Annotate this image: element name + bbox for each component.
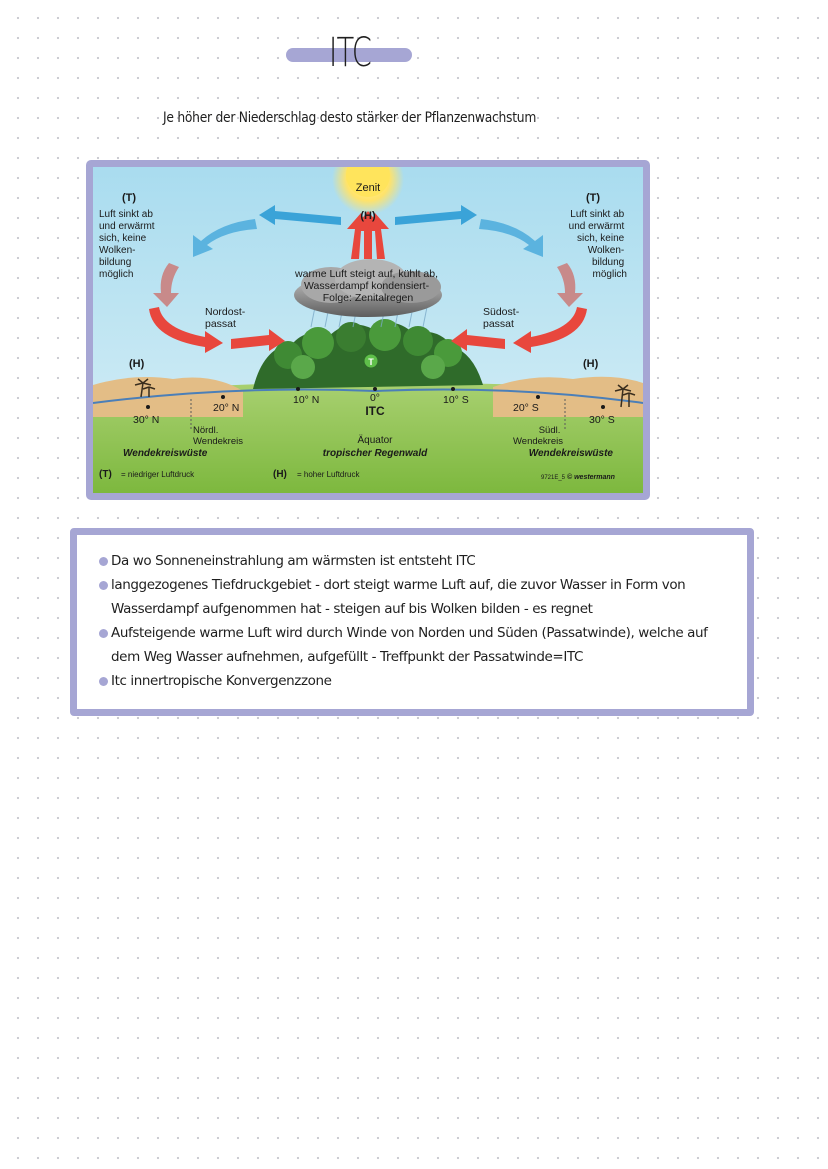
legend-h-text: = hoher Luftdruck <box>297 470 360 479</box>
desert-left <box>93 377 243 417</box>
page-title: ITC <box>328 30 372 76</box>
itc-label: ITC <box>365 404 385 418</box>
lat-10s: 10° S <box>443 394 469 406</box>
left-low-pressure: (T) <box>122 192 136 204</box>
descending-arrow-left <box>193 219 257 257</box>
palm-tree-left-icon <box>134 378 156 398</box>
lat-0: 0° <box>370 392 380 404</box>
notes-list: Da wo Sonneneinstrahlung am wärmsten ist… <box>77 535 747 693</box>
upper-arrow-right <box>395 205 477 225</box>
title-group: ITC <box>286 28 414 78</box>
right-sink-text: Luft sinkt ab und erwärmt sich, keine Wo… <box>569 209 627 280</box>
bullet-icon <box>99 629 108 638</box>
nordost-passat-arrow <box>231 329 285 351</box>
legend-t-symbol: (T) <box>99 469 112 480</box>
suedost-passat-label: Südost- passat <box>483 306 522 330</box>
lat-20s: 20° S <box>513 402 539 414</box>
note-text: Itc innertropische Konvergenzzone <box>111 673 332 689</box>
title-highlight <box>286 48 412 62</box>
note-item: langgezogenes Tiefdruckgebiet - dort ste… <box>99 573 737 621</box>
sinking-arrow-left <box>153 263 179 307</box>
zenit-label: Zenit <box>356 182 380 194</box>
note-text: Aufsteigende warme Luft wird durch Winde… <box>111 625 708 665</box>
rain-cloud-icon <box>294 259 442 317</box>
sinking-arrow-right <box>557 263 583 307</box>
rising-air-text: warme Luft steigt auf, kühlt ab, Wasserd… <box>294 268 441 304</box>
bullet-icon <box>99 677 108 686</box>
left-sink-text: Luft sinkt ab und erwärmt sich, keine Wo… <box>99 209 157 280</box>
itc-diagram: Zenit (H) warme Luft steigt auf, kühlt a… <box>93 167 643 493</box>
note-item: Da wo Sonneneinstrahlung am wärmsten ist… <box>99 549 737 573</box>
low-pressure-marker-label: T <box>368 357 374 367</box>
rising-air-line-2: Wasserdampf kondensiert- <box>304 280 430 292</box>
legend-t-text: = niedriger Luftdruck <box>121 470 195 479</box>
rising-air-line-3: Folge: Zenitalregen <box>323 292 414 304</box>
credit-code: 9721E_5 <box>541 475 566 481</box>
passat-arrow-right-curve <box>513 307 587 353</box>
aequator-label: Äquator <box>357 434 393 446</box>
wueste-left-label: Wendekreiswüste <box>123 448 208 459</box>
right-high-pressure: (H) <box>583 358 599 370</box>
low-pressure-marker-icon <box>363 353 379 369</box>
note-text: Da wo Sonneneinstrahlung am wärmsten ist… <box>111 553 476 569</box>
legend-h-symbol: (H) <box>273 469 287 480</box>
left-high-pressure: (H) <box>129 358 145 370</box>
palm-tree-right-icon <box>614 384 636 408</box>
wueste-right-label: Wendekreiswüste <box>529 448 614 459</box>
page-subtitle: Je höher der Niederschlag desto stärker … <box>163 110 537 126</box>
suedost-passat-arrow <box>451 329 505 351</box>
notes-box: Da wo Sonneneinstrahlung am wärmsten ist… <box>70 528 754 716</box>
rising-air-line-1: warme Luft steigt auf, kühlt ab, <box>294 268 438 280</box>
bullet-icon <box>99 581 108 590</box>
descending-arrow-right <box>479 219 543 257</box>
note-text: langgezogenes Tiefdruckgebiet - dort ste… <box>111 577 686 617</box>
note-item: Aufsteigende warme Luft wird durch Winde… <box>99 621 737 669</box>
lat-30s: 30° S <box>589 414 615 426</box>
note-item: Itc innertropische Konvergenzzone <box>99 669 737 693</box>
passat-arrow-left-curve <box>149 307 223 353</box>
suedl-wendekreis-label: Südl. Wendekreis <box>513 425 563 447</box>
lat-10n: 10° N <box>293 394 319 406</box>
lat-20n: 20° N <box>213 402 239 414</box>
desert-right <box>493 376 643 417</box>
high-pressure-center: (H) <box>360 210 376 222</box>
lat-30n: 30° N <box>133 414 159 426</box>
credit-publisher: © westermann <box>567 473 615 481</box>
nordost-passat-label: Nordost- passat <box>205 306 248 330</box>
rainforest <box>253 319 483 389</box>
rising-air-arrows <box>347 211 389 259</box>
regenwald-label: tropischer Regenwald <box>323 448 428 459</box>
noerdl-wendekreis-label: Nördl. Wendekreis <box>193 425 243 447</box>
bullet-icon <box>99 557 108 566</box>
upper-arrow-left <box>259 205 341 225</box>
itc-diagram-frame: Zenit (H) warme Luft steigt auf, kühlt a… <box>86 160 650 500</box>
right-low-pressure: (T) <box>586 192 600 204</box>
